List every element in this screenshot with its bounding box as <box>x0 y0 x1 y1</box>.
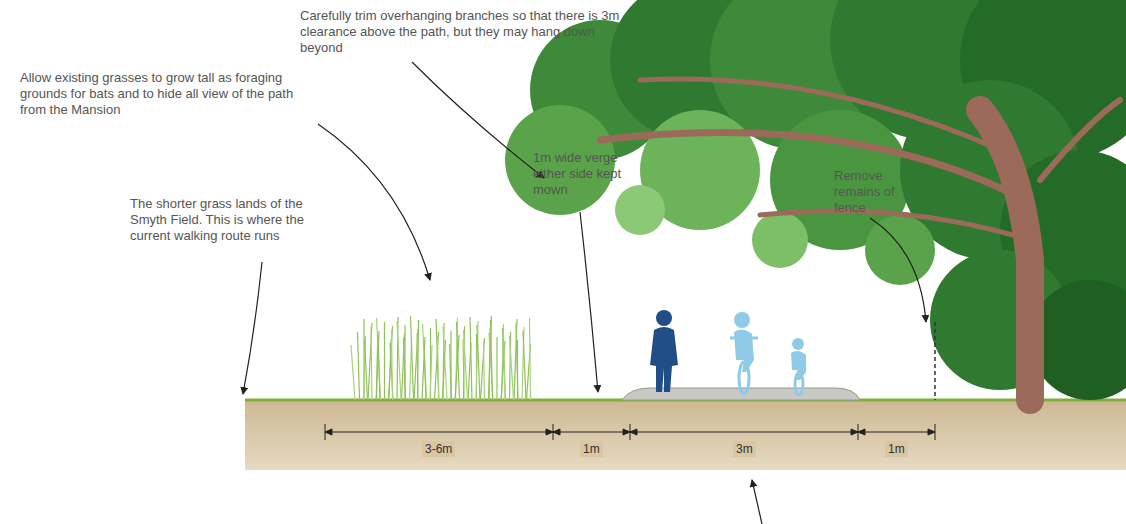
grass-blade <box>464 330 468 400</box>
grass-blade <box>523 331 526 400</box>
callout-note: The shorter grass lands of the Smyth Fie… <box>130 196 320 244</box>
grass-blade <box>397 321 401 400</box>
grass-blade <box>477 325 480 400</box>
grass-blade <box>430 328 431 400</box>
grass-blade <box>443 327 447 400</box>
grass-blade <box>368 323 372 400</box>
grass-blade <box>484 342 485 400</box>
grass-blade <box>418 320 419 400</box>
grass-blade <box>389 326 393 400</box>
grass-blade <box>517 340 518 400</box>
grass-blade <box>457 322 460 400</box>
grass-blade <box>371 327 372 400</box>
grass-blade <box>491 320 493 400</box>
dimension-label: 3m <box>733 441 756 457</box>
grass-blade <box>365 340 368 400</box>
grass-blade <box>384 322 385 400</box>
callout-note: Carefully trim overhanging branches so t… <box>300 8 635 56</box>
grass-blade <box>496 337 497 400</box>
callout-note: Remove remains of fence <box>834 168 919 216</box>
grass-blade <box>377 318 381 400</box>
dimension-line <box>325 424 935 440</box>
grass-blade <box>351 345 355 400</box>
tall-grass <box>351 316 531 400</box>
grass-blade <box>363 319 364 400</box>
grass-blade <box>411 316 414 400</box>
grass-blade <box>358 332 360 400</box>
grass-blade <box>510 336 514 400</box>
dimension-label: 1m <box>885 441 908 457</box>
grass-blade <box>430 345 432 400</box>
grass-blade <box>470 317 472 400</box>
grass-blade <box>514 319 517 400</box>
callout-note: Allow existing grasses to grow tall as f… <box>20 70 320 118</box>
grass-blade <box>438 336 439 400</box>
grass-blade <box>404 325 405 400</box>
grass-blade <box>450 331 451 400</box>
grass-blade <box>436 319 439 400</box>
cyclist <box>730 312 758 394</box>
grass-blade <box>378 335 380 400</box>
walker <box>650 310 678 392</box>
callout-note: 1m wide verge either side kept mown <box>533 150 628 198</box>
tree-canopy <box>505 0 1126 400</box>
tree-trunk <box>600 79 1120 400</box>
grass-blade <box>530 318 531 400</box>
grass-blade <box>516 323 518 400</box>
grass-blade <box>504 345 505 400</box>
leader-line <box>243 62 926 524</box>
dimension-label: 1m <box>580 441 603 457</box>
grass-blade <box>481 338 485 400</box>
grass-blade <box>423 324 427 400</box>
grass-blade <box>392 330 393 400</box>
grass-blade <box>402 334 405 400</box>
dimension-label: 3-6m <box>422 441 455 457</box>
fence-remains <box>934 322 936 400</box>
grass-blade <box>424 341 426 400</box>
ground <box>245 400 1126 470</box>
grass-blade <box>503 328 506 400</box>
child-cyclist <box>791 338 806 395</box>
